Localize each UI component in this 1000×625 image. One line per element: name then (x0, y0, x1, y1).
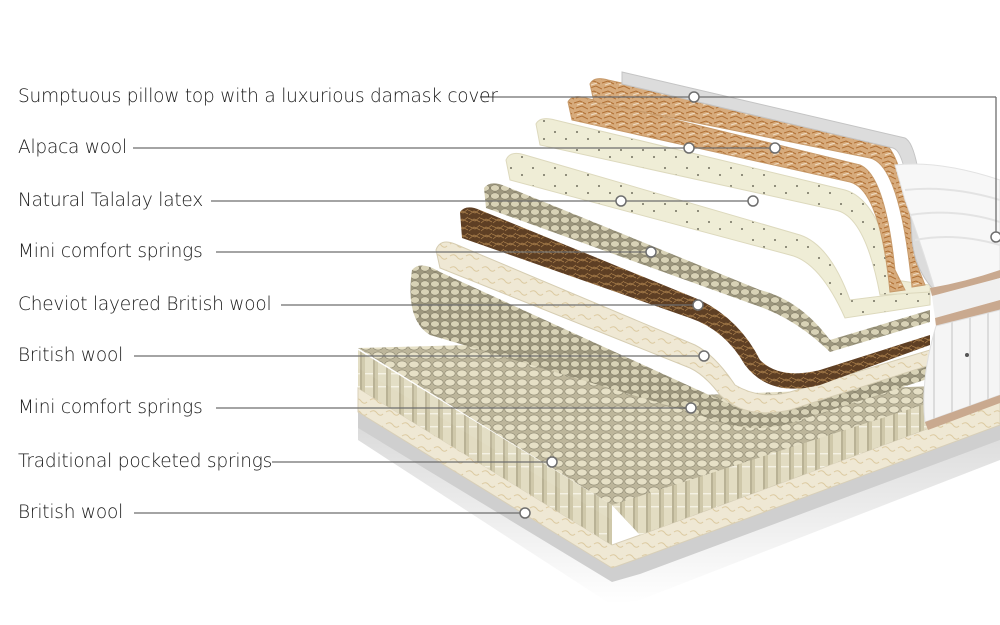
leader-lines (133, 91, 1000, 519)
marker-dot-icon (519, 507, 531, 519)
marker-dot-icon (747, 195, 759, 207)
marker-dot-icon (683, 142, 695, 154)
label-british-wool-upper: British wool (18, 345, 124, 366)
marker-dot-icon (698, 350, 710, 362)
marker-dot-icon (990, 231, 1000, 243)
label-cheviot-wool: Cheviot layered British wool (18, 294, 272, 315)
marker-dot-icon (692, 299, 704, 311)
label-british-wool-base: British wool (18, 502, 124, 523)
marker-dot-icon (688, 91, 700, 103)
cheviot-wool-layer (460, 207, 930, 389)
label-pillow-top: Sumptuous pillow top with a luxurious da… (18, 86, 498, 107)
marker-dot-icon (615, 195, 627, 207)
label-pocketed-springs: Traditional pocketed springs (18, 451, 273, 472)
label-mini-comfort-springs-lower: Mini comfort springs (18, 397, 203, 418)
mattress-body (894, 163, 1000, 430)
label-alpaca-wool: Alpaca wool (18, 137, 127, 158)
marker-dot-icon (685, 402, 697, 414)
marker-dot-icon (645, 246, 657, 258)
british-wool-curved-layer (435, 241, 931, 414)
label-talalay-latex: Natural Talalay latex (18, 190, 204, 211)
base-british-wool-layer (357, 387, 1000, 582)
label-mini-comfort-springs-upper: Mini comfort springs (18, 241, 203, 262)
upper-mini-comfort-springs-layer (484, 183, 930, 352)
marker-dot-icon (769, 142, 781, 154)
lower-mini-comfort-springs-layer (410, 265, 940, 428)
marker-dot-icon (546, 456, 558, 468)
